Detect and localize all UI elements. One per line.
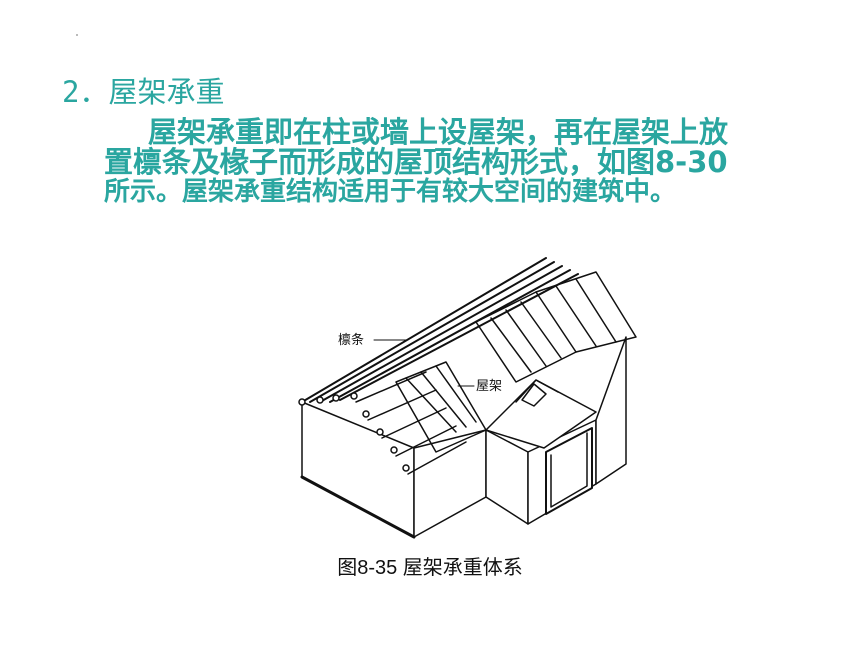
roof-truss-diagram: 檩条 屋架 (298, 257, 637, 539)
paragraph-line-3: 所示。屋架承重结构适用于有较大空间的建筑中。 (104, 177, 677, 207)
purlin-end (298, 398, 306, 406)
truss-2-web (490, 301, 562, 373)
purlin-end (362, 410, 370, 418)
left-gable-wall (301, 401, 415, 538)
purlin-end (390, 446, 398, 454)
purlin-front-4 (395, 425, 457, 457)
front-gable-roof (485, 379, 597, 449)
purlin-2 (309, 261, 555, 403)
purlin-1 (301, 257, 547, 403)
purlin-end (316, 396, 324, 404)
purlin-5 (339, 273, 579, 401)
section-heading: 2．屋架承重 (62, 75, 225, 109)
door-frame (550, 432, 588, 508)
purlin-3 (319, 265, 563, 403)
left-wall-base (300, 475, 416, 539)
door-opening (545, 427, 593, 515)
purlin-end (350, 392, 358, 400)
paragraph-line-2: 置檩条及椽子而形成的屋顶结构形式，如图8-30 (104, 145, 728, 179)
body-paragraph: 屋架承重即在柱或墙上设屋架，再在屋架上放 置檩条及椽子而形成的屋顶结构形式，如图… (104, 117, 824, 207)
truss-1-web (405, 365, 477, 433)
purlin-front-5 (407, 441, 467, 475)
paragraph-line-1: 屋架承重即在柱或墙上设屋架，再在屋架上放 (148, 115, 729, 149)
purlin-end (402, 464, 410, 472)
front-gable-truss (515, 379, 559, 403)
purlin-front-3 (381, 407, 447, 439)
truss-3 (535, 271, 637, 353)
right-back-wall (595, 336, 627, 485)
purlin-label: 檩条 (338, 332, 364, 348)
purlin-end (332, 394, 340, 402)
figure-caption: 图8-35 屋架承重体系 (0, 551, 860, 580)
front-gable-web (521, 383, 547, 407)
purlin-4 (329, 269, 571, 403)
figure-caption-text: 图8-35 屋架承重体系 (337, 557, 523, 579)
stray-dot (76, 34, 78, 36)
purlin-front-1 (355, 371, 427, 403)
truss-3-web (555, 278, 617, 347)
purlin-end (376, 428, 384, 436)
front-wing-side-wall (485, 429, 529, 525)
purlin-front-2 (367, 389, 437, 421)
truss-label: 屋架 (476, 379, 502, 394)
